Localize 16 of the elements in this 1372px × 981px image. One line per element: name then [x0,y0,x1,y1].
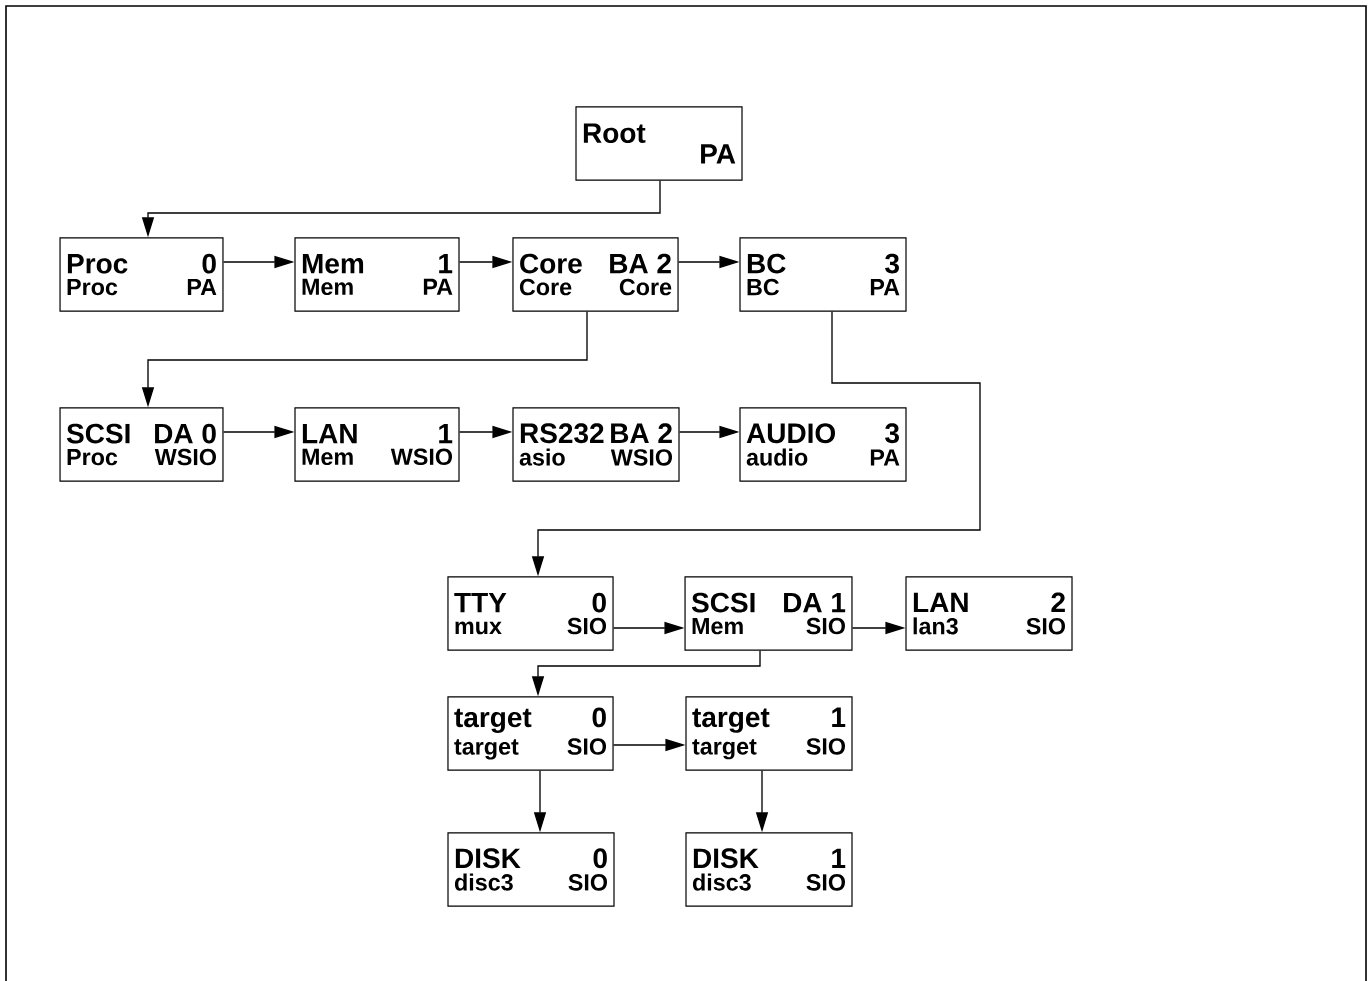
device-box: SCSI DA 0 Proc WSIO [59,407,224,482]
device-box: LAN 1 Mem WSIO [294,407,460,482]
device-box: RS232 BA 2 asio WSIO [512,407,680,482]
device-box: TTY 0 mux SIO [447,576,614,651]
device-box: BC 3 BC PA [739,237,907,312]
device-box: Core BA 2 Core Core [512,237,679,312]
device-box: Root PA [575,106,743,181]
device-box: LAN 2 lan3 SIO [905,576,1073,651]
device-box: target 1 target SIO [685,696,853,771]
device-box: target 0 target SIO [447,696,614,771]
device-box: DISK 1 disc3 SIO [685,832,853,907]
device-box: Proc 0 Proc PA [59,237,224,312]
device-box: Mem 1 Mem PA [294,237,460,312]
device-box: DISK 0 disc3 SIO [447,832,615,907]
device-box: SCSI DA 1 Mem SIO [684,576,853,651]
device-box: AUDIO 3 audio PA [739,407,907,482]
